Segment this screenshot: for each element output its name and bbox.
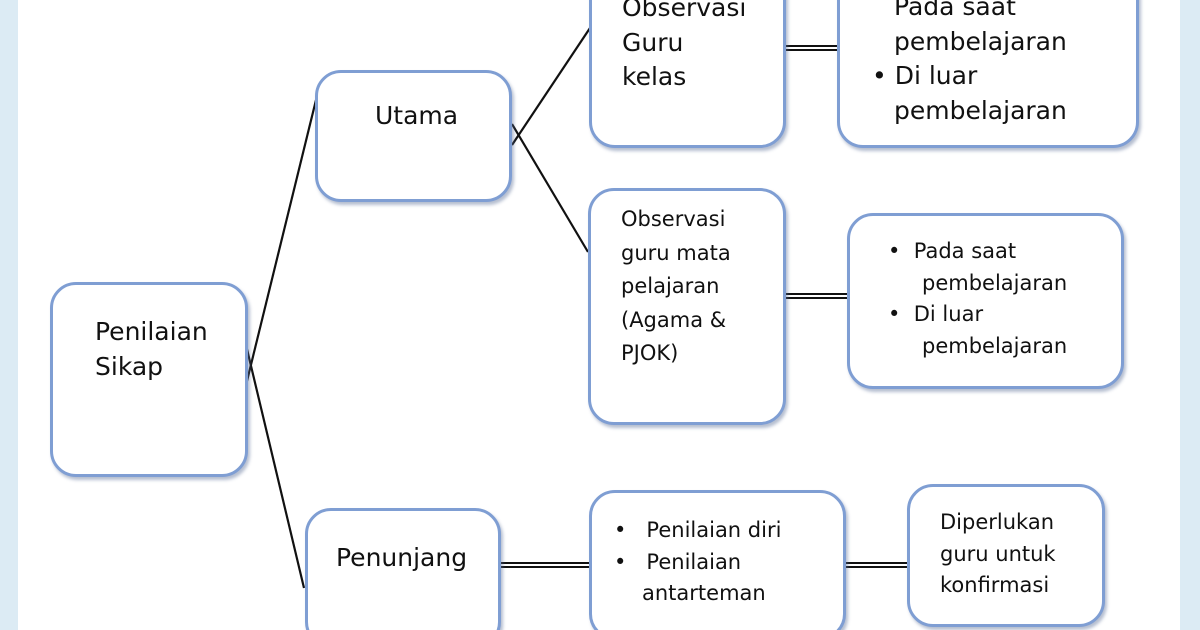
detail-1-line-pada-saat: Pada saat <box>894 0 1016 21</box>
detail-2-line-pembelajaran-1: pembelajaran <box>922 270 1068 295</box>
node-guru-mapel-line3: pelajaran <box>621 274 720 299</box>
diagram-canvas: Penilaian Sikap Utama Penunjang Observas… <box>18 0 1180 630</box>
link-root-penunjang <box>244 344 306 589</box>
detail-2-line-di-luar: Di luar <box>913 302 984 326</box>
connector-lines <box>244 27 908 589</box>
bullet-icon: • <box>888 239 914 263</box>
node-guru-mapel-line4: (Agama & <box>621 307 727 332</box>
link-utama-guru-mapel <box>511 123 589 253</box>
note-line3: konfirmasi <box>940 573 1050 597</box>
node-utama: Utama <box>315 70 512 202</box>
node-guru-mapel-line5: PJOK) <box>621 341 679 366</box>
node-penunjang-methods: • Penilaian diri • Penilaian antarteman <box>589 490 846 630</box>
note-line2: guru untuk <box>940 541 1056 566</box>
method-penilaian: Penilaian <box>646 549 742 574</box>
node-penilaian-sikap-line2: Sikap <box>95 351 164 381</box>
node-observasi-guru-kelas-line1: Observasi <box>622 0 747 22</box>
bullet-icon: • <box>614 549 647 574</box>
link-guru-mapel-detail <box>785 293 848 299</box>
detail-1-line-pembelajaran-2: pembelajaran <box>894 95 1067 125</box>
bullet-icon: • <box>614 518 647 542</box>
node-utama-label: Utama <box>375 101 459 130</box>
detail-1-line-pembelajaran-1: pembelajaran <box>894 26 1067 56</box>
node-penunjang-label: Penunjang <box>336 543 468 572</box>
node-observasi-guru-kelas-line2: Guru <box>622 27 684 57</box>
bullet-icon: • <box>872 61 895 90</box>
link-guru-kelas-detail <box>785 45 838 51</box>
node-guru-mapel-line1: Observasi <box>621 207 726 231</box>
link-penunjang-methods <box>500 562 590 568</box>
node-guru-kelas-detail: Pada saat pembelajaran • Di luar pembela… <box>837 0 1139 148</box>
detail-2-line-pada-saat: Pada saat <box>913 239 1017 263</box>
node-observasi-guru-kelas-line3: kelas <box>622 62 687 91</box>
node-guru-mapel-line2: guru mata <box>621 240 731 265</box>
note-line1: Diperlukan <box>940 510 1055 534</box>
node-penunjang: Penunjang <box>305 508 501 630</box>
node-observasi-guru-mapel: Observasi guru mata pelajaran (Agama & P… <box>588 188 786 425</box>
link-utama-guru-kelas <box>511 27 591 146</box>
node-penilaian-sikap-line1: Penilaian <box>95 317 208 346</box>
node-penilaian-sikap: Penilaian Sikap <box>50 282 248 477</box>
method-penilaian-diri: Penilaian diri <box>646 518 782 542</box>
bullet-icon: • <box>888 302 914 326</box>
detail-2-line-pembelajaran-2: pembelajaran <box>922 333 1068 358</box>
node-observasi-guru-kelas: Observasi Guru kelas <box>589 0 786 148</box>
link-root-utama <box>244 99 318 386</box>
method-antarteman: antarteman <box>642 581 766 605</box>
detail-1-line-di-luar: Di luar <box>894 61 978 90</box>
link-methods-note <box>845 562 908 568</box>
node-guru-mapel-detail: • Pada saat pembelajaran • Di luar pembe… <box>847 213 1124 389</box>
node-penunjang-note: Diperlukan guru untuk konfirmasi <box>907 484 1105 627</box>
